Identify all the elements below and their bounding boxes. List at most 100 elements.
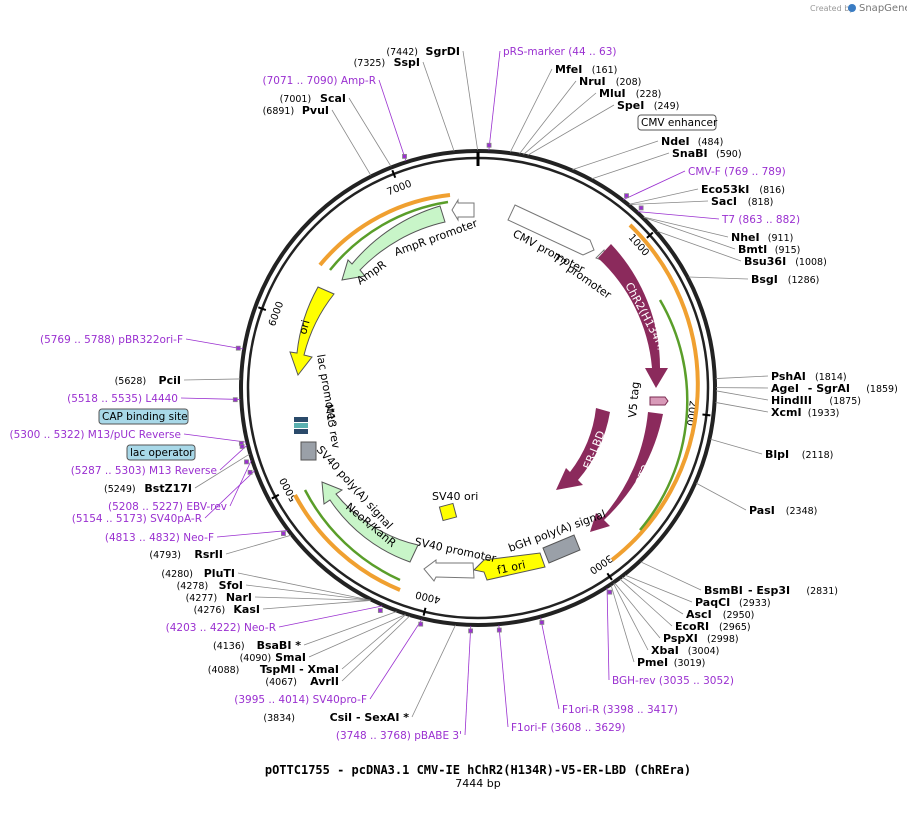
enzyme-pos-snabi: (590) [716,149,742,160]
enzyme-label-rsrii: RsrII [194,548,223,561]
v5-tag-label: V5 tag [626,381,642,418]
leader-line [695,482,747,511]
leader-line [341,615,410,682]
primer-site-mark [239,444,245,449]
enzyme-pos-sgrdi: (7442) [386,47,418,58]
enzyme-label-spei: SpeI [617,99,644,112]
leader-line [464,625,472,736]
primer-site-mark [235,345,241,351]
enzyme-label-xcmi: XcmI [771,406,802,419]
primer-site-mark [468,628,474,634]
primer-label-t7: T7 (863 .. 882) [721,214,800,226]
enzyme-pos-mlui: (228) [636,89,662,100]
enzyme-pos-asci: (2950) [723,610,755,621]
enzyme-pos-bsabi: (4136) [213,641,245,652]
leader-line [614,582,661,639]
backbone-tick [391,169,397,179]
enzyme-pos-nhei: (911) [768,233,794,244]
left-labels: SgrDI(7442)SspI(7325)(7071 .. 7090) Amp-… [9,45,462,742]
lac-operator-box [126,444,196,461]
enzyme-pos-pcii: (5628) [115,376,147,387]
primer-site-mark [607,589,613,595]
enzyme-label-agei: AgeI [771,382,799,395]
primer-label-m13puc: (5300 .. 5322) M13/pUC Reverse [9,429,181,441]
enzyme-pos-bsu36i: (1008) [795,257,827,268]
created-by-text: Created by [810,4,854,13]
leader-line [229,460,252,507]
primer-site-mark [247,469,253,475]
enzyme-label-nhei: NheI [731,231,760,244]
enzyme-pos-bsgi: (1286) [788,275,820,286]
enzyme-label-hindiii: HindIII [771,394,812,407]
leader-line [411,624,456,718]
leader-line [331,109,372,176]
lac-promoter-mark [294,429,308,434]
enzyme-label-ndei: NdeI [661,135,690,148]
bgh-polya-box [542,534,581,564]
leader-line [613,583,649,651]
enzyme-label-ecori: EcoRI [675,620,709,633]
primer-label-sv40prof: (3995 .. 4014) SV40pro-F [234,694,367,706]
leader-line [527,104,615,156]
f1-ori-label: f1 ori [496,558,527,577]
cds-arc-amp-green [329,200,449,271]
leader-line [629,188,699,205]
cmv-enhancer-label: CMV enhancer [641,117,718,129]
enzyme-label-bsmbi: BsmBI [704,584,743,597]
primer-site-mark [496,627,502,633]
ampr-promoter-arrow [451,198,475,222]
enzyme-pos-xbai: (3004) [688,646,720,657]
v5-tag-arrow [649,396,669,406]
enzyme-pos-xcmi: (1933) [808,408,840,419]
sv40-promoter-arrow [423,559,475,582]
leader-line [341,614,406,670]
leader-line [715,375,769,379]
leader-line [629,200,709,205]
enzyme-label-nrui: NruI [579,75,606,88]
primer-site-mark [232,397,238,403]
cds-arc-neo [293,494,401,592]
enzyme-pos-spei: (249) [654,101,680,112]
enzyme-label-pluti: PluTI [204,567,235,580]
primer-site-mark [281,531,286,536]
leader-line [308,614,406,658]
backbone-tick-label: 4000 [414,588,441,605]
ori-arrow [289,286,335,377]
enzyme-label-bsabi: BsaBI * [257,639,302,652]
enzyme-label-sfoi: SfoI [219,579,243,592]
sv40-ori-label: SV40 ori [432,490,478,503]
leader-line [710,438,763,455]
enzyme-label-saci: SacI [711,195,737,208]
enzyme-pos-csii: (3834) [263,713,295,724]
primer-label-bghrev: BGH-rev (3035 .. 3052) [612,675,734,687]
enzyme-pos-pluti: (4280) [161,569,193,580]
enzyme-label-mlui: MluI [599,87,626,100]
er-lbd-arrow [556,408,610,490]
leader-line [715,402,769,413]
primer-label-cmvf: CMV-F (769 .. 789) [688,166,786,178]
primer-label-f1orir: F1ori-R (3398 .. 3417) [562,704,678,716]
leader-line [715,390,769,401]
leader-line [688,276,749,280]
enzyme-label-pcii: PciI [159,374,181,387]
features: CMV promoter T7 promoter ChR2(H134R) V5 … [289,198,669,582]
enzyme-label-snabi: SnaBI [672,147,708,160]
primer-label-neor: (4203 .. 4222) Neo-R [166,622,276,634]
enzyme-pos-smai: (4090) [240,653,272,664]
leader-line [262,600,371,610]
primer-label-m13rev: (5287 .. 5303) M13 Reverse [71,465,217,477]
m13-rev-mark [294,417,308,422]
primer-site-mark [418,621,424,627]
enzyme-pos-sfoi: (4278) [177,581,209,592]
enzyme-pos-kasi: (4276) [194,605,226,616]
leader-line [194,453,250,489]
backbone-outer-ring [239,149,717,627]
enzyme-pos-saci: (818) [748,197,774,208]
chr2-arrow [598,244,668,388]
enzyme-label-paqci: PaqCI [695,596,730,609]
enzyme-pos-avrii: (4067) [265,677,297,688]
enzyme-label-bsmbi-alt: - Esp3I [748,584,790,597]
leader-line [303,611,397,646]
primer-label-f1orif: F1ori-F (3608 .. 3629) [511,722,626,734]
leader-line [488,50,501,151]
